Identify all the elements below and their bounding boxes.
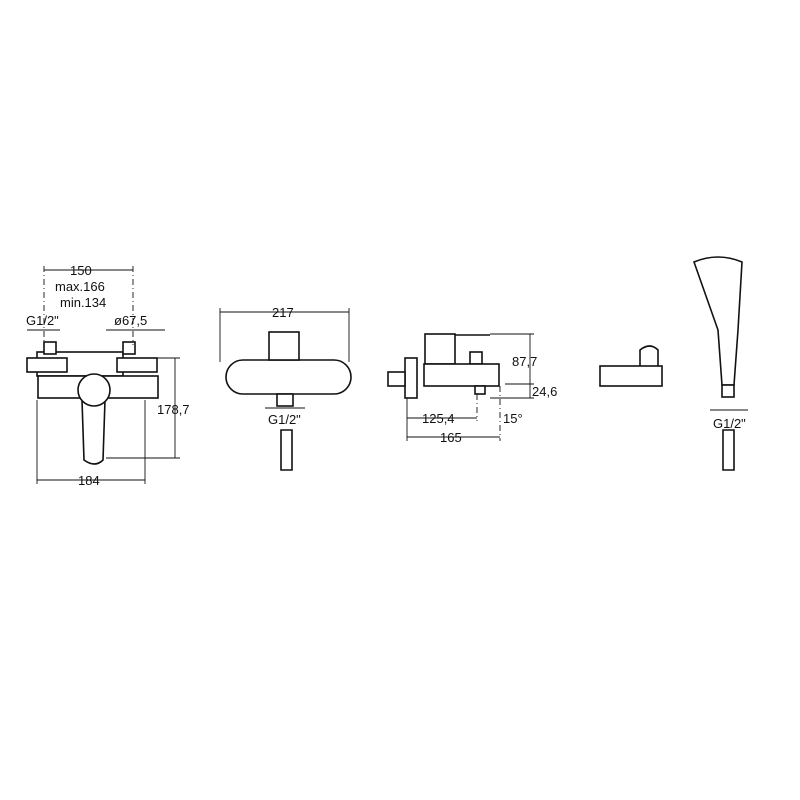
dim-max-166: max.166 bbox=[55, 279, 105, 294]
side-body bbox=[423, 363, 500, 387]
side-handle bbox=[424, 333, 456, 365]
dim-15-deg: 15° bbox=[503, 411, 523, 426]
dim-178-7: 178,7 bbox=[157, 402, 190, 417]
dim-150: 150 bbox=[70, 263, 92, 278]
dim-thread-handshower: G1/2" bbox=[713, 416, 746, 431]
wall-flange bbox=[404, 357, 418, 399]
top-body bbox=[225, 359, 352, 395]
shower-hose bbox=[722, 429, 735, 471]
dim-diameter: ø67,5 bbox=[114, 313, 147, 328]
dim-24-6: 24,6 bbox=[532, 384, 557, 399]
shower-head bbox=[692, 256, 743, 386]
hose-connector bbox=[280, 429, 293, 471]
handle-disc bbox=[77, 373, 111, 407]
bracket-hook bbox=[639, 345, 659, 366]
dim-min-134: min.134 bbox=[60, 295, 106, 310]
spout bbox=[81, 399, 106, 465]
dim-217: 217 bbox=[272, 305, 294, 320]
top-handle bbox=[268, 331, 300, 361]
front-view bbox=[26, 266, 180, 484]
bracket-base bbox=[599, 365, 663, 387]
dim-87-7: 87,7 bbox=[512, 354, 537, 369]
top-view bbox=[219, 308, 352, 471]
side-view bbox=[387, 333, 534, 441]
dim-thread-top: G1/2" bbox=[268, 412, 301, 427]
dim-165: 165 bbox=[440, 430, 462, 445]
shower-bracket bbox=[599, 345, 663, 387]
dim-125-4: 125,4 bbox=[422, 411, 455, 426]
dim-thread-front: G1/2" bbox=[26, 313, 59, 328]
hand-shower bbox=[692, 256, 748, 471]
dim-184: 184 bbox=[78, 473, 100, 488]
